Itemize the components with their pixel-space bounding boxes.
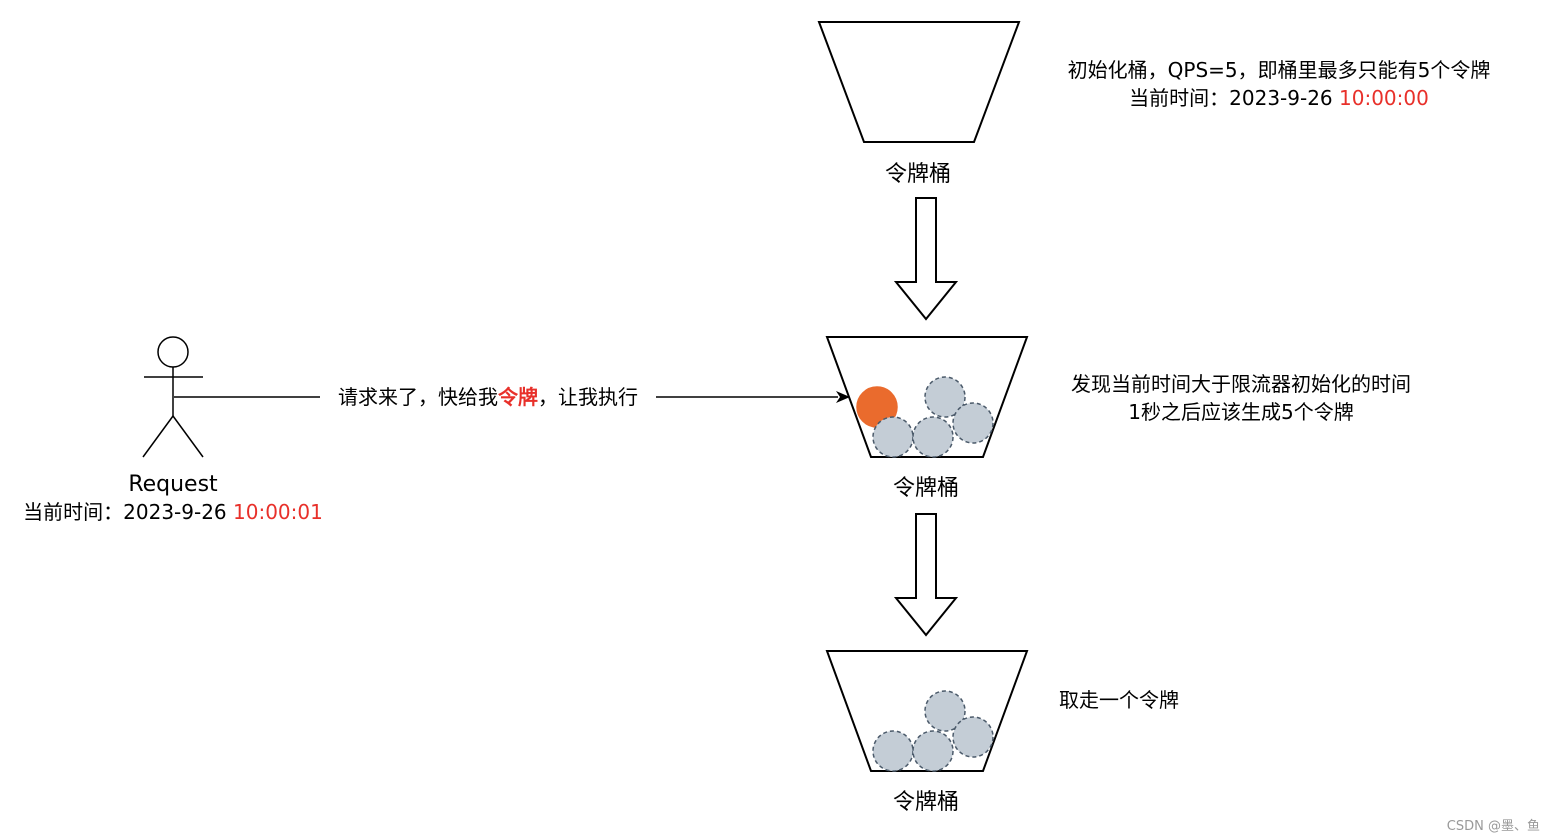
- actor-label: Request: [128, 472, 218, 497]
- request-actor: [142, 336, 204, 458]
- bucket-top: 令牌桶: [817, 21, 1021, 187]
- bucket-top-label: 令牌桶: [885, 162, 951, 187]
- bucket-middle-note-line1: 发现当前时间大于限流器初始化的时间: [1071, 372, 1411, 396]
- flow-arrow-1: [893, 197, 959, 321]
- bucket-middle: 令牌桶: [825, 336, 1029, 501]
- bucket-middle-label: 令牌桶: [893, 476, 959, 501]
- bucket-top-time-value: 10:00:00: [1339, 86, 1429, 110]
- token: [912, 730, 954, 772]
- token: [912, 416, 954, 458]
- edge-label-part1: 请求来了，快给我: [338, 385, 498, 409]
- bucket-bottom-label: 令牌桶: [893, 790, 959, 815]
- edge-label-part3: ，让我执行: [538, 385, 638, 409]
- actor-time-value: 10:00:01: [233, 500, 323, 524]
- edge-label-highlight: 令牌: [498, 385, 538, 409]
- bucket-top-time-prefix: 当前时间：2023-9-26: [1129, 86, 1339, 110]
- edge-label-bg: [320, 383, 656, 411]
- bucket-bottom: 令牌桶: [825, 650, 1029, 815]
- bucket-top-shape: [817, 21, 1021, 143]
- actor-time-prefix: 当前时间：2023-9-26: [23, 500, 233, 524]
- bucket-top-note-line1: 初始化桶，QPS=5，即桶里最多只能有5个令牌: [1068, 58, 1491, 82]
- actor-leg-left: [142, 415, 174, 458]
- actor-time: 当前时间：2023-9-26 10:00:01: [23, 500, 323, 524]
- watermark: CSDN @墨、鱼: [1447, 818, 1540, 834]
- bucket-bottom-note: 取走一个令牌: [1059, 688, 1179, 712]
- token: [924, 376, 966, 418]
- request-connector-arrowhead: [836, 391, 850, 403]
- actor-head: [157, 336, 189, 368]
- token: [872, 730, 914, 772]
- token: [872, 416, 914, 458]
- bucket-top-note-line2: 当前时间：2023-9-26 10:00:00: [1129, 86, 1429, 110]
- actor-leg-right: [172, 415, 204, 458]
- token: [924, 690, 966, 732]
- token: [952, 402, 994, 444]
- token: [952, 716, 994, 758]
- edge-label: 请求来了，快给我令牌，让我执行: [338, 385, 638, 409]
- flow-arrow-2: [893, 513, 959, 637]
- bucket-middle-note-line2: 1秒之后应该生成5个令牌: [1128, 400, 1353, 424]
